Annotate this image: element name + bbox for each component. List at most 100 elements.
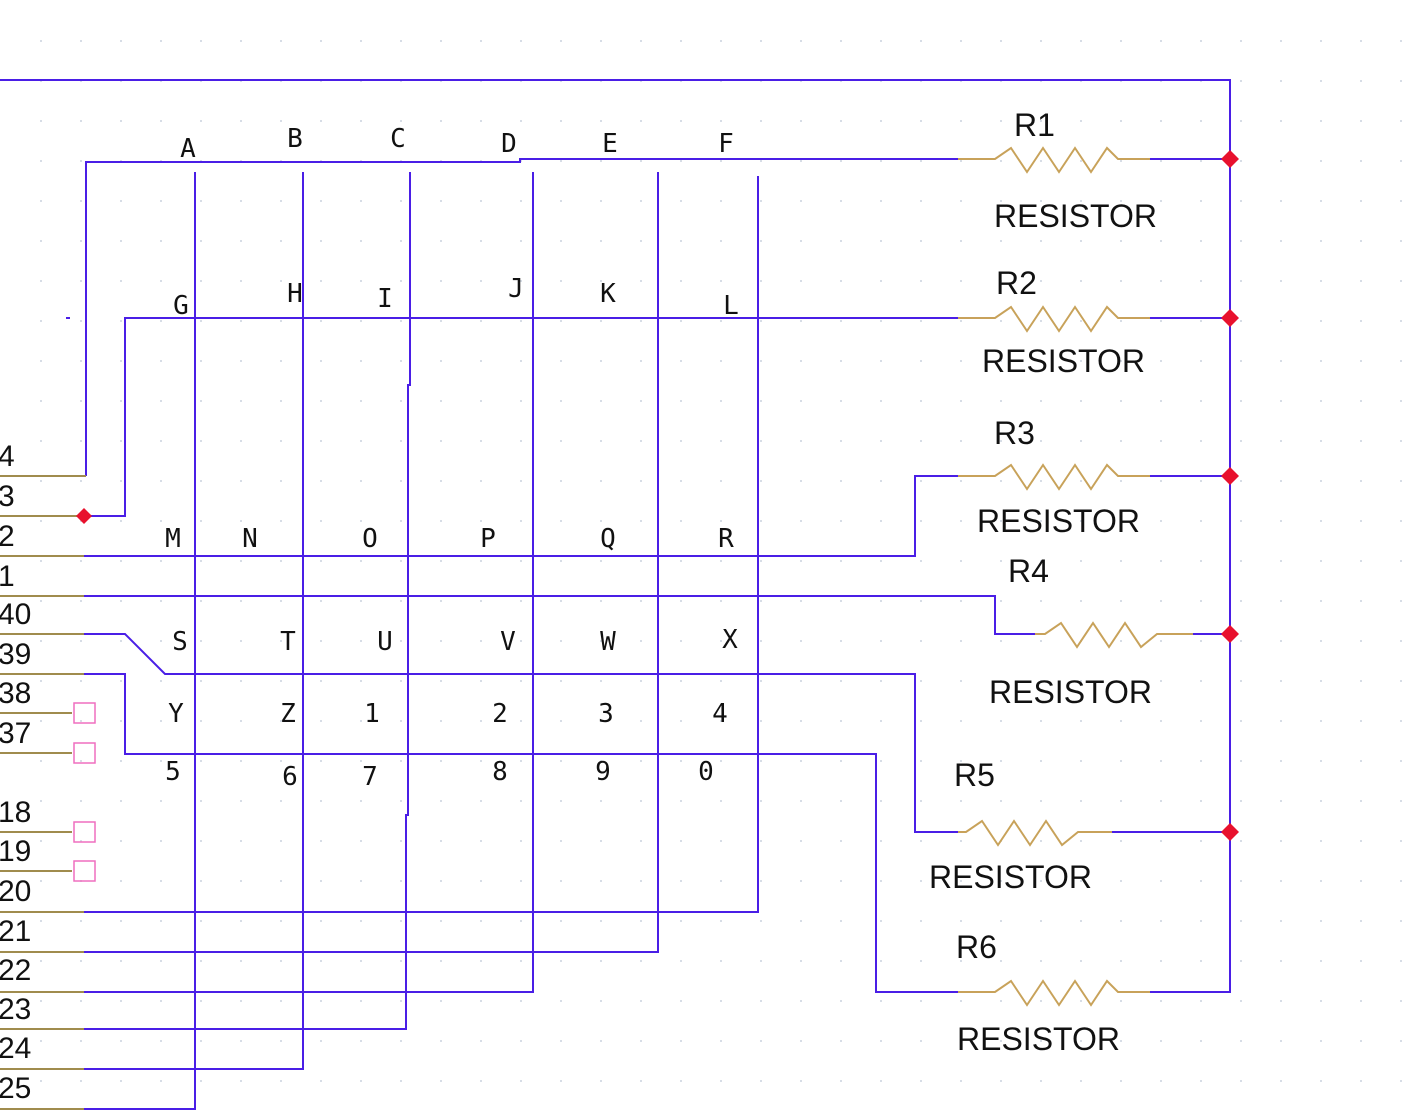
- resistor-r4[interactable]: [1035, 621, 1193, 649]
- grid-dot: [1120, 520, 1122, 522]
- grid-dot: [1200, 440, 1202, 442]
- grid-dot: [240, 120, 242, 122]
- resistor-icon[interactable]: [958, 979, 1150, 1007]
- grid-dot: [120, 240, 122, 242]
- grid-dot: [1200, 1000, 1202, 1002]
- wires: [0, 79, 1231, 1110]
- grid-dot: [920, 120, 922, 122]
- junction-node: [76, 508, 92, 524]
- grid-dot: [200, 840, 202, 842]
- unconnected-pad-icon[interactable]: [73, 702, 96, 724]
- resistor-icon[interactable]: [958, 146, 1150, 174]
- grid-dot: [560, 400, 562, 402]
- keypad-cell-label: Z: [280, 699, 296, 729]
- resistor-r3[interactable]: [958, 463, 1150, 491]
- grid-dot: [360, 800, 362, 802]
- grid-dot: [1080, 960, 1082, 962]
- grid-dot: [120, 560, 122, 562]
- grid-dot: [160, 880, 162, 882]
- grid-dot: [1000, 760, 1002, 762]
- grid-dot: [40, 560, 42, 562]
- grid-dot: [1240, 800, 1242, 802]
- resistor-icon[interactable]: [1035, 621, 1193, 649]
- grid-dot: [280, 640, 282, 642]
- grid-dot: [40, 1040, 42, 1042]
- grid-dot: [240, 1000, 242, 1002]
- grid-dot: [560, 800, 562, 802]
- grid-dot: [1000, 1000, 1002, 1002]
- unconnected-pad-icon[interactable]: [73, 821, 96, 843]
- unconnected-pad-icon[interactable]: [73, 742, 96, 764]
- keypad-cell-label: 4: [712, 699, 728, 729]
- grid-dot: [1280, 600, 1282, 602]
- resistor-icon[interactable]: [958, 463, 1150, 491]
- grid-dot: [640, 960, 642, 962]
- grid-dot: [1400, 360, 1402, 362]
- keypad-cell-label: T: [280, 627, 296, 657]
- grid-dot: [1320, 840, 1322, 842]
- grid-dot: [40, 160, 42, 162]
- grid-dot: [1120, 560, 1122, 562]
- grid-dot: [1320, 1080, 1322, 1082]
- grid-dot: [160, 1000, 162, 1002]
- resistor-icon[interactable]: [958, 819, 1112, 847]
- grid-dot: [1280, 680, 1282, 682]
- grid-dot: [920, 160, 922, 162]
- grid-dot: [240, 320, 242, 322]
- grid-dot: [960, 1080, 962, 1082]
- grid-dot: [720, 440, 722, 442]
- grid-dot: [80, 120, 82, 122]
- grid-dot: [560, 240, 562, 242]
- grid-dot: [920, 800, 922, 802]
- grid-dot: [560, 1000, 562, 1002]
- grid-dot: [640, 520, 642, 522]
- unconnected-pad-icon[interactable]: [73, 860, 96, 882]
- grid-dot: [40, 880, 42, 882]
- grid-dot: [880, 960, 882, 962]
- grid-dot: [280, 720, 282, 722]
- grid-dot: [920, 760, 922, 762]
- grid-dot: [880, 200, 882, 202]
- grid-dot: [720, 160, 722, 162]
- grid-dot: [840, 440, 842, 442]
- resistor-r1[interactable]: [958, 146, 1150, 174]
- grid-dot: [520, 1000, 522, 1002]
- grid-dot: [320, 840, 322, 842]
- grid-dot: [1160, 160, 1162, 162]
- grid-dot: [480, 480, 482, 482]
- junction-node: [1221, 150, 1239, 168]
- grid-dot: [1120, 640, 1122, 642]
- grid-dot: [320, 280, 322, 282]
- grid-dot: [800, 480, 802, 482]
- grid-dot: [1080, 200, 1082, 202]
- grid-dot: [640, 280, 642, 282]
- grid-dot: [880, 520, 882, 522]
- grid-dot: [680, 560, 682, 562]
- resistor-icon[interactable]: [958, 305, 1150, 333]
- grid-dot: [680, 480, 682, 482]
- grid-dot: [600, 40, 602, 42]
- grid-dot: [680, 320, 682, 322]
- resistor-r5[interactable]: [958, 819, 1112, 847]
- resistor-r2[interactable]: [958, 305, 1150, 333]
- grid-dot: [1120, 280, 1122, 282]
- grid-dot: [1360, 560, 1362, 562]
- grid-dot: [440, 1040, 442, 1042]
- keypad-cell-label: U: [377, 627, 393, 657]
- grid-dot: [1000, 800, 1002, 802]
- grid-dot: [1080, 1080, 1082, 1082]
- grid-dot: [1240, 1000, 1242, 1002]
- grid-dot: [1160, 600, 1162, 602]
- grid-dot: [720, 960, 722, 962]
- pin-number: 25: [0, 1072, 31, 1105]
- grid-dot: [160, 1080, 162, 1082]
- resistor-r6[interactable]: [958, 979, 1150, 1007]
- pin-number: 19: [0, 835, 31, 868]
- grid-dot: [1240, 160, 1242, 162]
- grid-dot: [1360, 400, 1362, 402]
- grid-dot: [80, 680, 82, 682]
- grid-dot: [960, 480, 962, 482]
- grid-dot: [360, 840, 362, 842]
- grid-dot: [200, 280, 202, 282]
- resistor-value: RESISTOR: [989, 674, 1152, 710]
